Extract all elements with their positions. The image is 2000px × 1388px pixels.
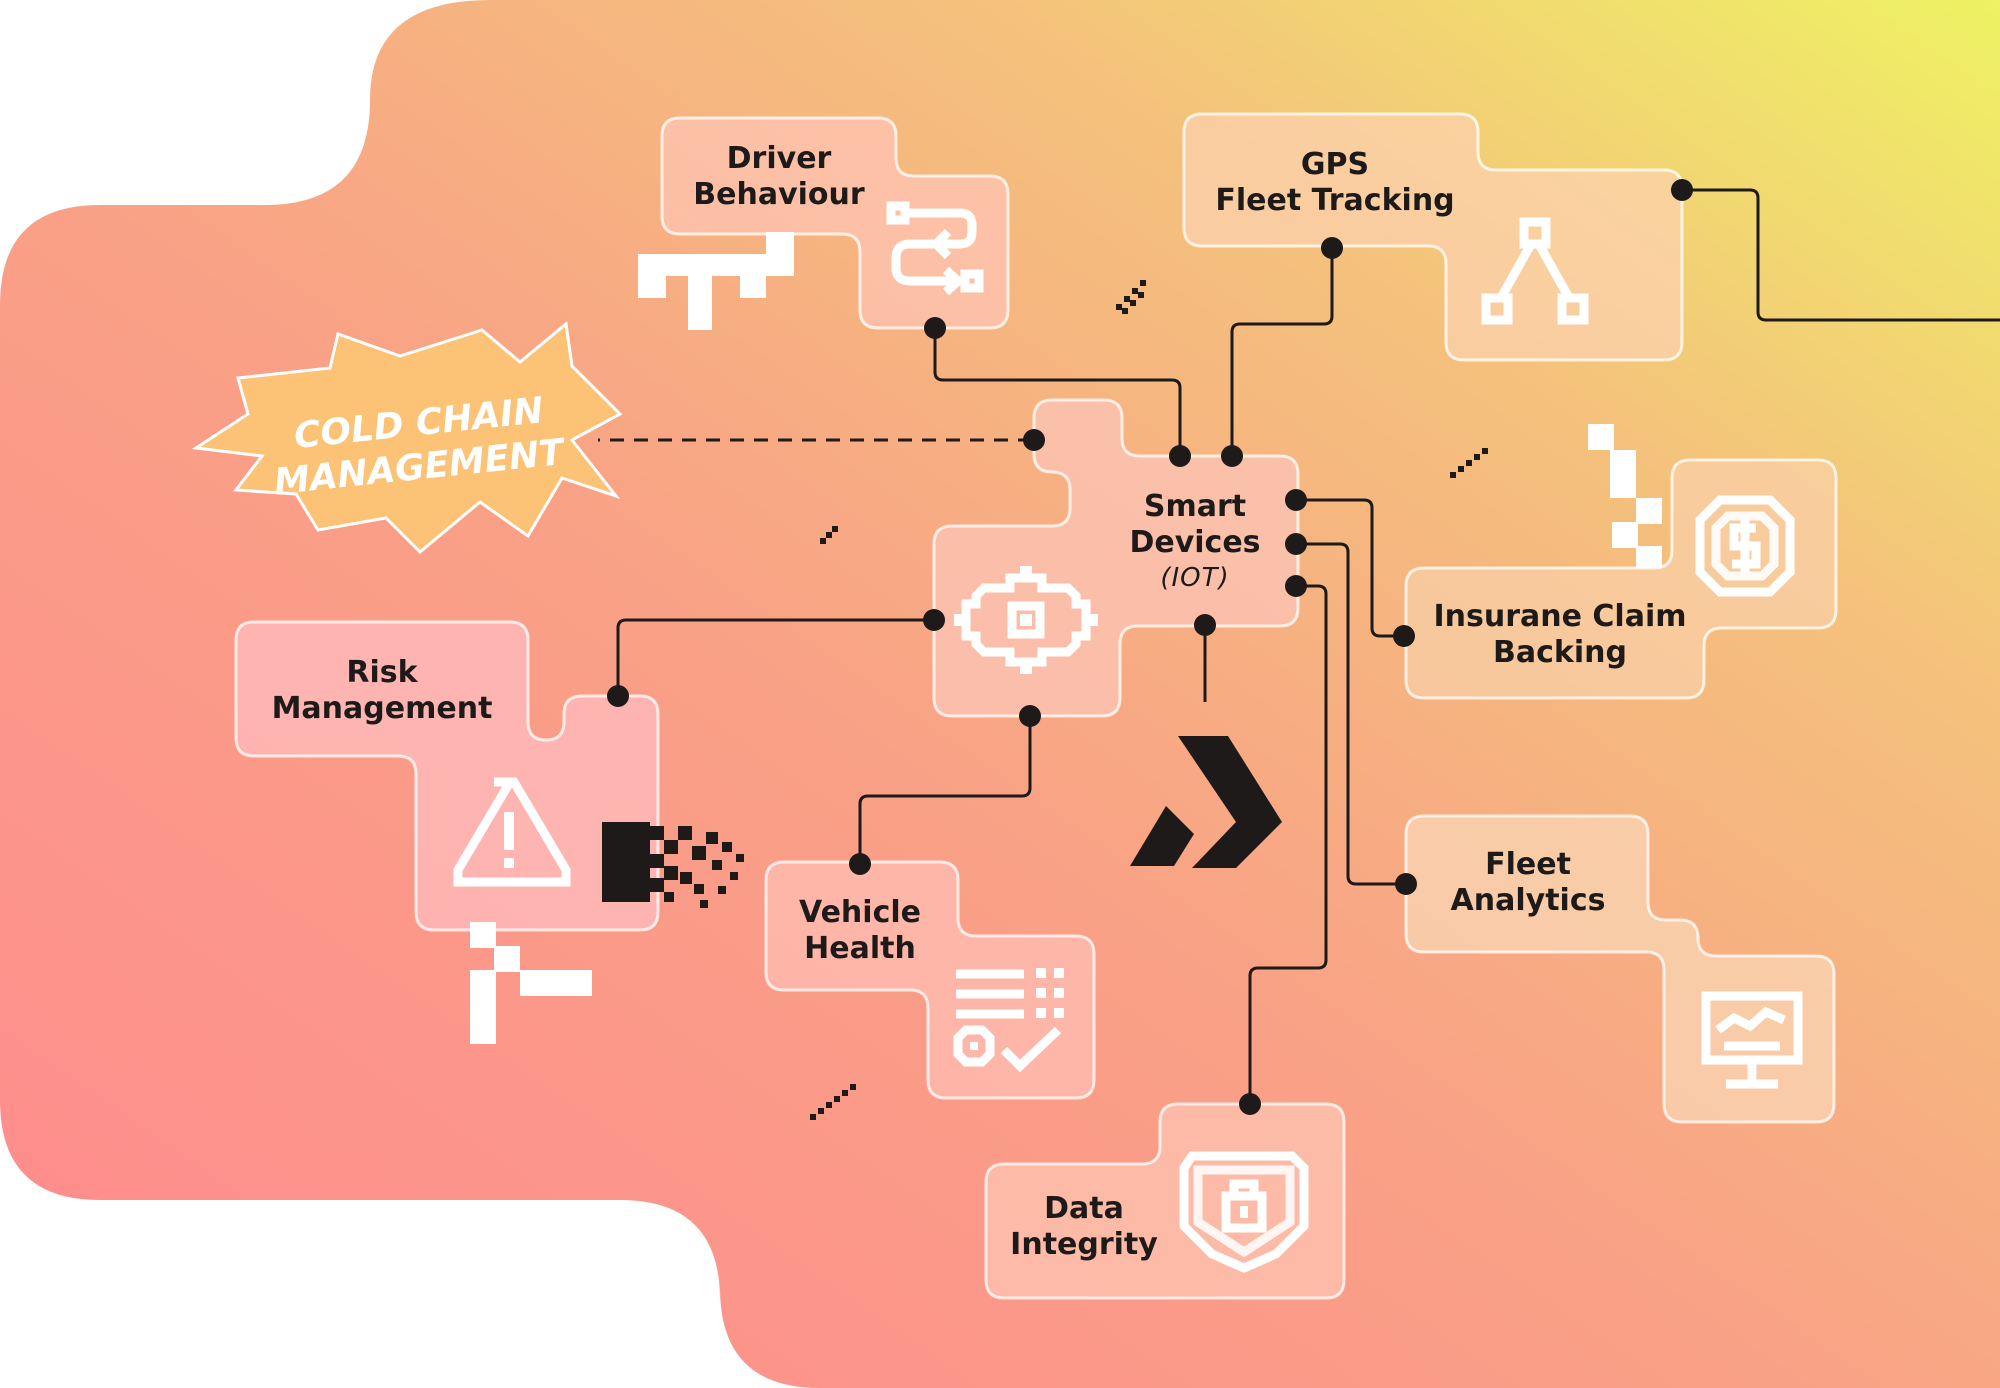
risk-management-label-line2: Management [272,691,493,726]
double-chevron-logo [1130,736,1282,868]
pixel-decoration [470,232,1662,1044]
insurance-claim-label-line2: Backing [1493,635,1627,670]
insurance-claim-label-line1: Insurane Claim [1433,599,1686,634]
risk-management-label-line1: Risk [346,655,418,690]
cold-chain-badge: COLD CHAIN MANAGEMENT [191,321,623,555]
chip-icon [954,566,1098,674]
driver-behaviour-label-line1: Driver [727,141,832,176]
shield-lock-icon [1179,1151,1309,1273]
gps-fleet-tracking-label-line2: Fleet Tracking [1215,183,1454,218]
vehicle-health-label-line1: Vehicle [799,895,921,930]
route-icon [886,201,984,296]
branch-icon [1481,217,1589,325]
data-integrity-label-line1: Data [1044,1191,1124,1226]
data-integrity-label-line2: Integrity [1010,1227,1158,1262]
gps-fleet-tracking-label-line1: GPS [1301,147,1369,182]
connection-dots [607,179,1693,1115]
pixel-dashes [810,280,1488,1120]
coin-icon [1695,495,1795,597]
glitch-pixel-block [602,822,744,908]
fleet-analytics-label-line1: Fleet [1485,847,1571,882]
monitor-chart-icon [1701,991,1803,1089]
hub-label-line3: (IOT) [1160,563,1229,593]
warning-icon [453,777,571,887]
connector-lines [598,188,2000,1104]
hub-label-line2: Devices [1129,525,1260,560]
driver-behaviour-label-line2: Behaviour [693,177,865,212]
hub-label-line1: Smart [1144,489,1246,524]
fleet-analytics-label-line2: Analytics [1451,883,1606,918]
checklist-gear-icon [953,968,1064,1073]
vehicle-health-label-line2: Health [804,931,916,966]
